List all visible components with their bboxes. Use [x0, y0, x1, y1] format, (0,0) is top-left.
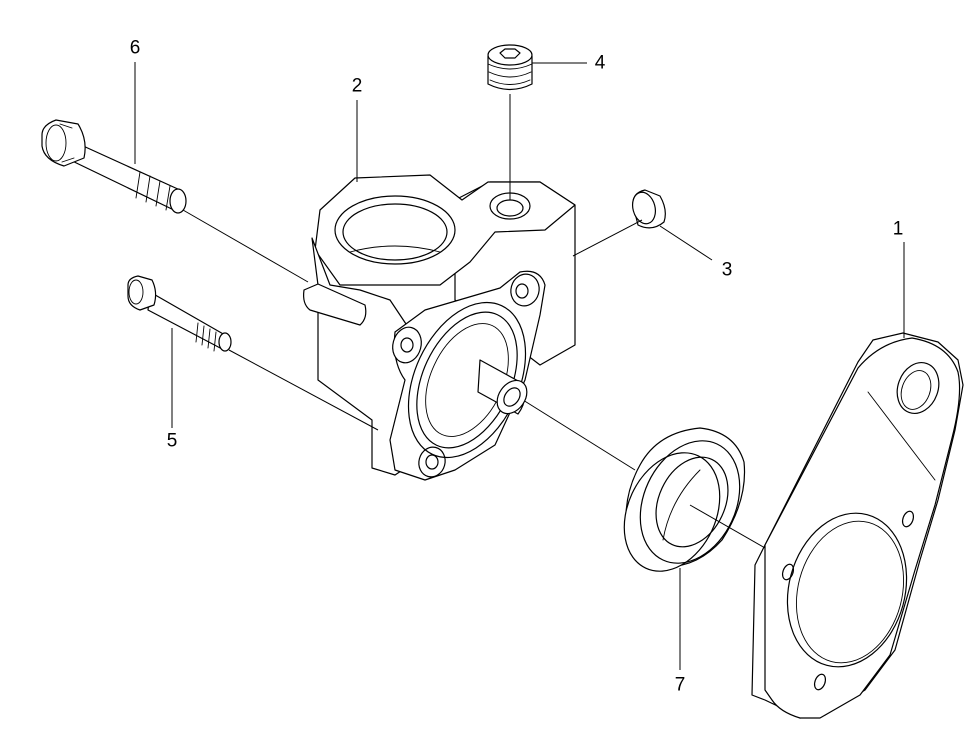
part-6-long-bolt: [41, 119, 187, 214]
part-4-set-screw: [487, 44, 533, 91]
leader-lines: [134, 62, 905, 670]
callout-4: 4: [594, 52, 606, 74]
part-3-plug: [631, 189, 666, 229]
callout-1: 1: [892, 218, 904, 240]
callout-2: 2: [351, 75, 363, 97]
part-7-seal-ring: [623, 427, 746, 572]
callout-6: 6: [129, 37, 141, 59]
part-2-housing: [303, 174, 576, 481]
callout-5: 5: [166, 430, 178, 452]
part-1-flange-plate: [751, 332, 964, 719]
callout-3: 3: [721, 259, 733, 281]
callout-7: 7: [674, 674, 686, 696]
part-5-short-bolt: [127, 275, 232, 352]
